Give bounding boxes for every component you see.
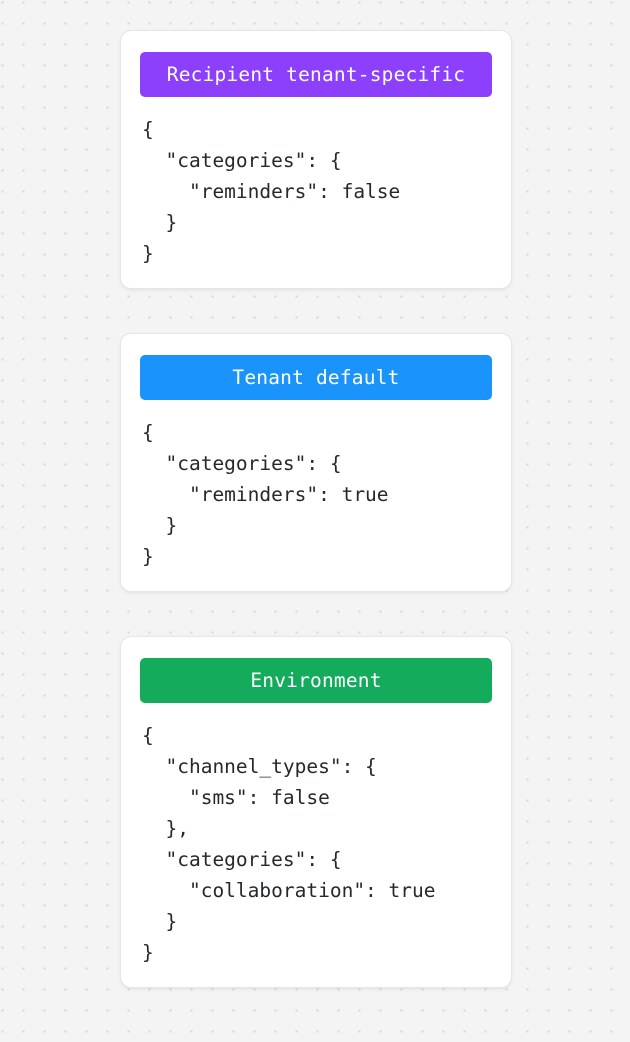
card-json-body: { "categories": { "reminders": true } } [142, 421, 389, 568]
card-environment: Environment { "channel_types": { "sms": … [120, 636, 512, 988]
card-header-label: Tenant default [232, 365, 400, 389]
card-header-label: Environment [250, 668, 382, 692]
card-header-label: Recipient tenant-specific [166, 62, 466, 86]
card-header-environment: Environment [140, 658, 492, 703]
card-recipient-tenant-specific: Recipient tenant-specific { "categories"… [120, 30, 512, 289]
preference-layer-stack: Recipient tenant-specific { "categories"… [120, 30, 512, 988]
card-header-recipient-tenant-specific: Recipient tenant-specific [140, 52, 492, 97]
card-json-body: { "categories": { "reminders": false } } [142, 118, 401, 265]
card-tenant-default: Tenant default { "categories": { "remind… [120, 333, 512, 592]
card-header-tenant-default: Tenant default [140, 355, 492, 400]
card-json-body: { "channel_types": { "sms": false }, "ca… [142, 724, 436, 964]
